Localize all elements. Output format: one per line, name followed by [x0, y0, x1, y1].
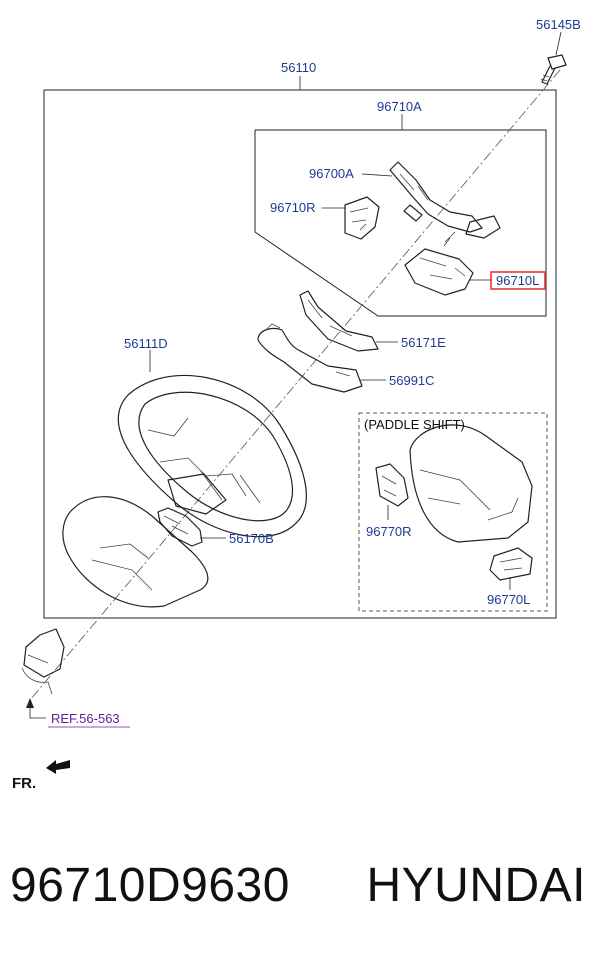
paddle-left-part: [489, 547, 533, 581]
front-arrow-icon: [46, 760, 70, 774]
label-56111d: 56111D: [124, 336, 168, 351]
wheel-body-part: [117, 374, 307, 538]
label-paddle-shift: (PADDLE SHIFT): [364, 417, 465, 432]
reference-leader: [29, 700, 46, 719]
label-reference: REF.56-563: [51, 711, 120, 726]
switch-left-part: [404, 248, 474, 296]
label-96710l: 96710L: [496, 273, 539, 288]
label-96710r: 96710R: [270, 200, 316, 215]
paddle-right-part: [375, 463, 409, 507]
label-56170b: 56170B: [229, 531, 274, 546]
switch-assembly-frame: [254, 129, 547, 317]
part-footer: 96710D9630 HYUNDAI: [0, 858, 600, 938]
switch-right-part: [344, 196, 380, 240]
label-96770r: 96770R: [366, 524, 412, 539]
label-56991c: 56991C: [389, 373, 435, 388]
paddle-shift-housing: [409, 424, 533, 543]
steering-wheel-diagram: 56145B 56110 96710A 96700A 96710R 96710L…: [12, 17, 581, 792]
label-56145b: 56145B: [536, 17, 581, 32]
cover-c-part: [257, 323, 363, 393]
extension-wire-part: [389, 161, 501, 247]
label-96700a: 96700A: [309, 166, 354, 181]
bolt-part: [540, 54, 567, 85]
label-96710a: 96710A: [377, 99, 422, 114]
highlight-box: [490, 271, 546, 290]
paddle-shift-frame: [358, 412, 548, 612]
column-switch-part: [21, 628, 65, 695]
label-front: FR.: [12, 775, 36, 792]
wheel-assembly-frame: [43, 89, 557, 619]
center-axis-line: [29, 69, 561, 701]
label-96770l: 96770L: [487, 592, 530, 607]
label-56110: 56110: [281, 60, 316, 75]
bolt-leader: [555, 31, 562, 56]
extension-wire-leader: [361, 173, 393, 177]
part-number: 96710D9630: [10, 859, 290, 912]
lower-cover-part: [62, 496, 209, 608]
reference-arrow: [26, 698, 34, 708]
cover-e-part: [299, 290, 379, 352]
label-56171e: 56171E: [401, 335, 446, 350]
brand-name: HYUNDAI: [366, 859, 586, 912]
